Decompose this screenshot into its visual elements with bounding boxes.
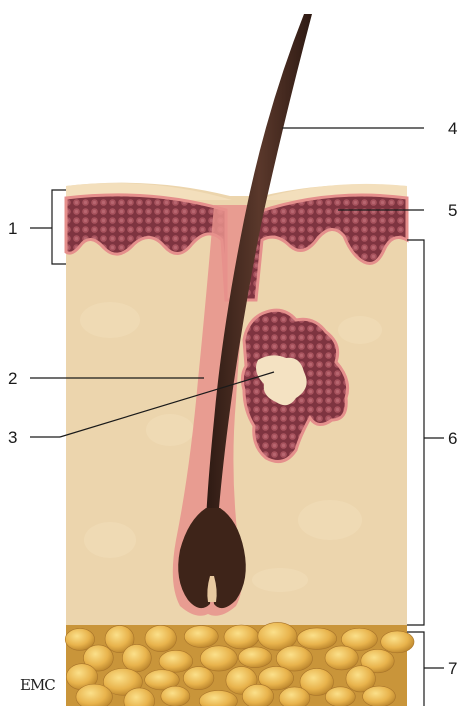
label-6: 6 xyxy=(448,429,457,448)
label-1: 1 xyxy=(8,219,17,238)
fat-globule xyxy=(279,687,310,706)
subcutaneous-fat xyxy=(65,622,414,706)
label-5: 5 xyxy=(448,201,457,220)
fat-globule xyxy=(238,647,271,668)
fat-globule xyxy=(297,628,336,650)
fat-globule xyxy=(325,687,355,706)
fat-globule xyxy=(325,646,358,670)
fat-globule xyxy=(224,625,259,649)
fat-globule xyxy=(184,626,218,648)
fat-globule xyxy=(122,644,151,671)
emc-logo: EMC xyxy=(20,676,55,694)
fat-globule xyxy=(242,684,273,706)
fat-globule xyxy=(161,686,190,706)
label-2: 2 xyxy=(8,369,17,388)
fat-globule xyxy=(159,650,193,672)
label-7: 7 xyxy=(448,659,457,678)
fat-globule xyxy=(381,631,414,653)
fat-globule xyxy=(363,686,396,706)
fat-globule xyxy=(200,646,237,671)
fat-globule xyxy=(183,667,214,690)
label-4: 4 xyxy=(448,119,457,138)
fat-globule xyxy=(145,625,176,651)
label-3: 3 xyxy=(8,428,17,447)
